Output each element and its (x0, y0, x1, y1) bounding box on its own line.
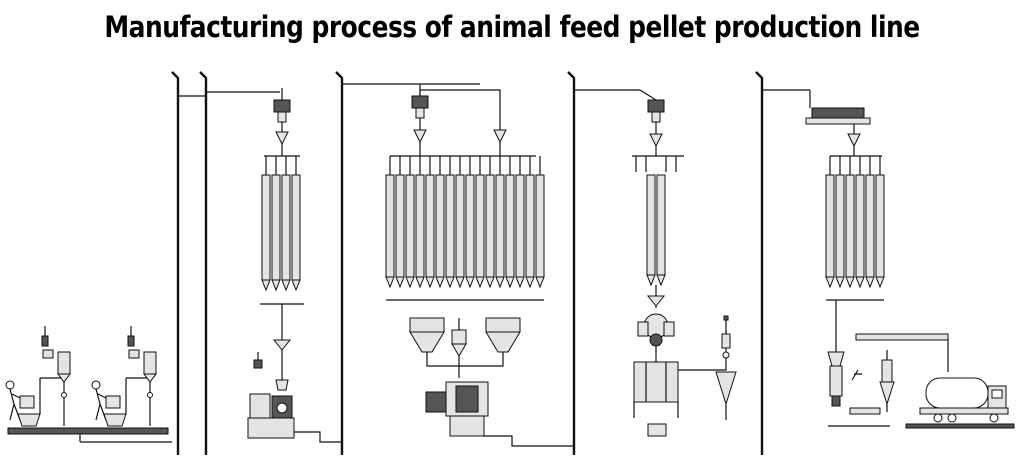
worker-icon (5, 380, 35, 421)
section-finished-storage-loading (805, 90, 1015, 429)
bin-group-finished (825, 156, 885, 289)
top-conveyor-icon (639, 89, 665, 148)
section-intake (5, 326, 172, 443)
counterflow-cooler-icon (633, 361, 679, 437)
diagram-title: Manufacturing process of animal feed pel… (104, 10, 920, 44)
intake-station-1 (5, 326, 71, 427)
dust-filter-icon (143, 351, 157, 383)
bin-group-pelleting (646, 174, 666, 287)
section-grinding (247, 88, 342, 443)
batch-scale-icon (409, 317, 521, 357)
cyclone-icon (879, 350, 895, 412)
tanker-truck-icon (919, 377, 1009, 423)
section-batching-mixing (385, 84, 574, 447)
mixer-icon (425, 381, 489, 437)
dust-filter-icon (57, 351, 71, 383)
bin-group-batching (385, 156, 545, 289)
building-structure (171, 71, 810, 455)
intake-station-2 (91, 326, 157, 427)
top-conveyor-icon (411, 84, 429, 144)
bin-group-grinding (261, 156, 301, 292)
cyclone-icon (715, 315, 737, 406)
section-pelleting-cooling (632, 89, 737, 437)
top-conveyor-icon (273, 88, 291, 146)
motor-icon (127, 326, 140, 359)
top-conveyor-icon (805, 90, 871, 148)
bagging-scale-icon (827, 351, 881, 415)
pellet-mill-icon (637, 313, 675, 347)
motor-icon (41, 326, 54, 359)
hammer-mill-icon (247, 352, 295, 439)
